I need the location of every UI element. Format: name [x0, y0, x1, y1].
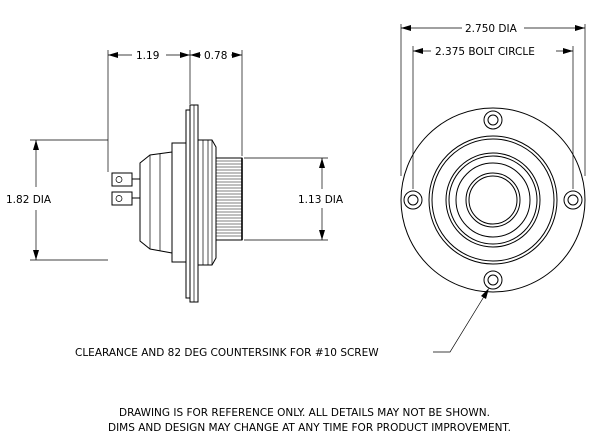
dimension-top: 1.19 0.78 [107, 50, 243, 172]
note-line-1: DRAWING IS FOR REFERENCE ONLY. ALL DETAI… [119, 407, 490, 419]
dimension-bolt-circle: 2.375 BOLT CIRCLE [412, 46, 574, 189]
callout-countersink: CLEARANCE AND 82 DEG COUNTERSINK FOR #10… [75, 347, 379, 359]
hole-right [563, 190, 583, 210]
dim-label-2-375-bolt-circle: 2.375 BOLT CIRCLE [435, 46, 535, 58]
callout-leader [433, 288, 489, 353]
dim-label-1-19: 1.19 [136, 50, 159, 62]
outer-flange [400, 107, 586, 293]
front-bezel [197, 139, 243, 266]
note-line-2: DIMS AND DESIGN MAY CHANGE AT ANY TIME F… [108, 422, 511, 434]
dim-label-2-750-dia: 2.750 DIA [465, 23, 518, 35]
hole-top [483, 110, 503, 130]
dimension-right-height: 1.13 DIA [244, 157, 344, 241]
push-button [465, 172, 521, 228]
dimension-left-height: 1.82 DIA [6, 139, 108, 261]
rear-housing [139, 142, 187, 263]
dim-label-1-13-dia: 1.13 DIA [298, 194, 344, 206]
terminal-tabs [111, 172, 140, 206]
dim-label-0-78: 0.78 [204, 50, 227, 62]
front-view: 2.750 DIA 2.375 BOLT CIRCLE [400, 23, 586, 353]
hole-bottom [483, 270, 503, 290]
knurled-ring [216, 160, 242, 237]
dim-label-1-82-dia: 1.82 DIA [6, 194, 52, 206]
mounting-holes [403, 110, 583, 290]
side-view: 1.82 DIA 1.13 DIA 1.19 0.78 [6, 50, 344, 303]
dimension-outer-diameter: 2.750 DIA [400, 23, 586, 176]
hole-left [403, 190, 423, 210]
mounting-flange [185, 104, 199, 303]
bezel-ring [428, 135, 558, 265]
